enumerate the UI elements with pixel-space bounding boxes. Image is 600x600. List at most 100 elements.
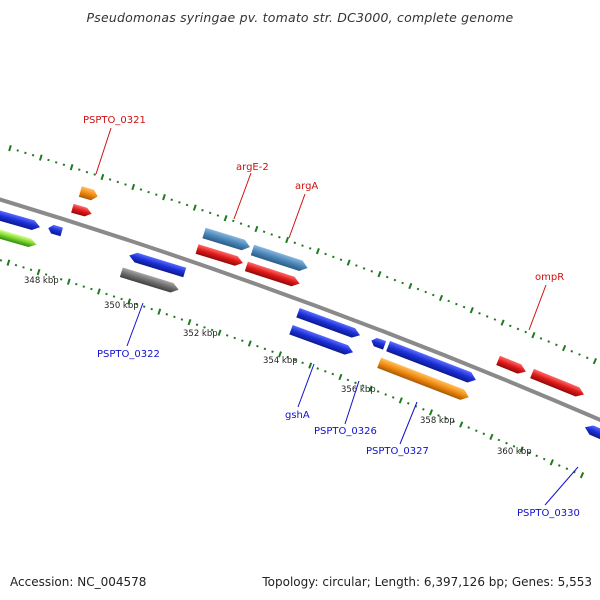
gene-label-gshA[interactable]: gshA	[285, 410, 310, 421]
gene-feature-PSPTO_0327[interactable]	[377, 357, 471, 403]
minor-tick	[324, 370, 327, 373]
gene-feature-red-small[interactable]	[71, 203, 93, 218]
leader-PSPTO_0327	[399, 401, 418, 445]
minor-tick	[262, 230, 266, 233]
minor-tick	[78, 168, 81, 171]
gene-feature-lime-left[interactable]	[0, 225, 38, 249]
leader-PSPTO_0330	[544, 466, 579, 506]
minor-tick	[178, 201, 181, 204]
minor-tick	[233, 336, 236, 340]
minor-tick	[0, 259, 3, 262]
major-tick	[6, 259, 11, 266]
leader-argE-2	[233, 172, 252, 220]
minor-tick	[527, 451, 531, 455]
major-tick	[579, 472, 585, 479]
major-tick	[428, 409, 434, 416]
gene-feature-blue-mid-a[interactable]	[296, 308, 361, 340]
minor-tick	[52, 275, 55, 279]
minor-tick	[332, 255, 335, 259]
gene-label-PSPTO_0321[interactable]: PSPTO_0321	[83, 115, 146, 126]
gene-label-ompR[interactable]: ompR	[535, 272, 564, 283]
minor-tick	[247, 225, 250, 228]
gene-label-argA[interactable]: argA	[295, 181, 318, 192]
minor-tick	[346, 378, 350, 382]
minor-tick	[557, 464, 561, 467]
minor-tick	[62, 163, 66, 167]
gene-feature-argA-red[interactable]	[244, 261, 301, 289]
gene-feature-PSPTO_0330[interactable]	[583, 423, 600, 442]
gene-feature-blue-small[interactable]	[47, 224, 63, 237]
minor-tick	[201, 208, 204, 212]
minor-tick	[391, 396, 395, 399]
minor-tick	[401, 281, 404, 285]
minor-tick	[293, 358, 297, 362]
minor-tick	[370, 270, 374, 273]
minor-tick	[24, 151, 27, 155]
major-tick	[500, 319, 505, 326]
major-tick	[549, 459, 554, 466]
major-tick	[100, 173, 105, 181]
gene-feature-argE-2-red[interactable]	[195, 244, 245, 268]
gene-label-PSPTO_0327[interactable]: PSPTO_0327	[366, 446, 429, 457]
minor-tick	[512, 444, 516, 448]
gene-label-PSPTO_0326[interactable]: PSPTO_0326	[314, 426, 377, 437]
minor-tick	[139, 188, 143, 191]
gene-label-PSPTO_0330[interactable]: PSPTO_0330	[517, 508, 580, 519]
gene-label-PSPTO_0322[interactable]: PSPTO_0322	[97, 349, 160, 360]
minor-tick	[324, 252, 327, 256]
minor-tick	[112, 295, 116, 298]
minor-tick	[232, 219, 235, 223]
leader-argA	[288, 193, 306, 239]
gene-feature-gray[interactable]	[119, 267, 180, 294]
minor-tick	[444, 417, 448, 420]
gene-feature-gshA[interactable]	[289, 325, 354, 357]
minor-tick	[150, 307, 153, 311]
minor-tick	[362, 267, 366, 270]
minor-tick	[108, 178, 112, 181]
gene-feature-argE-2[interactable]	[202, 227, 251, 253]
major-tick	[519, 446, 524, 453]
gene-feature-PSPTO_0321-orange[interactable]	[78, 186, 99, 202]
minor-tick	[195, 323, 199, 326]
gene-feature-red-right-a[interactable]	[496, 355, 528, 377]
minor-tick	[210, 328, 214, 332]
major-tick	[187, 318, 192, 326]
gene-feature-blue-mid-b[interactable]	[386, 341, 478, 385]
minor-tick	[524, 330, 528, 334]
minor-tick	[203, 326, 206, 329]
minor-tick	[180, 318, 184, 321]
gene-feature-ompR[interactable]	[530, 368, 586, 399]
minor-tick	[462, 305, 466, 309]
leader-gshA	[297, 363, 315, 408]
scale-labels: 348 kbp 350 kbp 352 kbp 354 kbp 356 kbp …	[24, 276, 532, 457]
minor-tick	[116, 180, 120, 184]
leader-PSPTO_0322	[126, 302, 144, 347]
minor-tick	[59, 278, 63, 281]
minor-tick	[47, 158, 50, 162]
minor-tick	[570, 349, 574, 353]
gene-feature-blue-left[interactable]	[0, 208, 41, 232]
minor-tick	[147, 190, 150, 194]
major-tick	[308, 362, 313, 369]
minor-tick	[44, 273, 48, 276]
genome-backbone	[0, 197, 600, 423]
minor-tick	[270, 233, 273, 236]
minor-tick	[339, 258, 343, 261]
minor-tick	[301, 361, 304, 365]
minor-tick	[467, 426, 471, 429]
gene-feature-PSPTO_0326[interactable]	[370, 336, 387, 350]
minor-tick	[14, 263, 18, 267]
scale-label-356: 356 kbp	[341, 385, 376, 395]
scale-label-348: 348 kbp	[24, 276, 59, 286]
major-tick	[38, 154, 43, 161]
major-tick	[69, 164, 74, 171]
minor-tick	[393, 278, 397, 282]
minor-tick	[485, 315, 489, 318]
gene-feature-PSPTO_0322[interactable]	[128, 251, 187, 278]
gene-feature-argA[interactable]	[250, 244, 310, 273]
minor-tick	[331, 372, 335, 376]
minor-tick	[585, 356, 589, 360]
gene-label-argE-2[interactable]: argE-2	[236, 162, 269, 173]
minor-tick	[539, 337, 543, 340]
major-tick	[131, 183, 136, 191]
